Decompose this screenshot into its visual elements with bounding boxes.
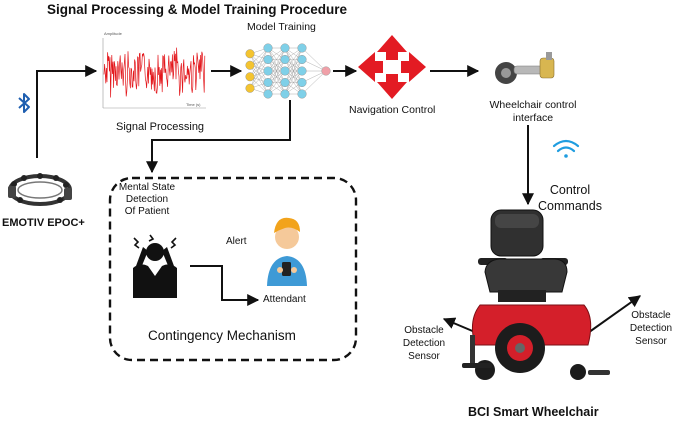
nn-connection xyxy=(267,47,286,83)
bluetooth-icon xyxy=(18,93,30,113)
arrow-up-icon xyxy=(377,35,407,60)
wheelchair-seat xyxy=(484,258,568,293)
flow-connectors xyxy=(36,65,641,336)
attendant-icon xyxy=(267,217,307,286)
wheelchair-rear-caster xyxy=(570,364,586,380)
signal-processing-label: Signal Processing xyxy=(116,121,205,133)
nn-node xyxy=(245,49,255,59)
wheelchair-interface-label: Wheelchair control interface xyxy=(489,99,577,124)
right-obstacle-sensor-label: Obstacle Detection Sensor xyxy=(629,310,673,347)
wheelchair-motor-icon xyxy=(495,52,555,84)
arrow-down-icon xyxy=(377,74,407,99)
connector-patient-to-attendant xyxy=(190,265,260,306)
smart-wheelchair-icon xyxy=(462,209,610,380)
signal-x-axis-label: Time (s) xyxy=(186,102,201,107)
nn-connection xyxy=(284,47,303,72)
nn-connection xyxy=(284,70,303,95)
nn-node xyxy=(297,55,307,65)
nn-node xyxy=(263,89,273,99)
nn-node xyxy=(263,55,273,65)
emotiv-headset-icon xyxy=(8,173,72,206)
wifi-icon xyxy=(552,139,580,158)
nn-node xyxy=(245,83,255,93)
nn-connection xyxy=(284,47,303,83)
connector-model-to-contingency xyxy=(146,100,291,174)
nn-connection xyxy=(301,47,327,72)
model-training-label: Model Training xyxy=(247,21,316,33)
motor-axle xyxy=(513,65,545,75)
contingency-box xyxy=(108,176,358,362)
nn-node xyxy=(245,60,255,70)
nn-node xyxy=(280,89,290,99)
nn-connection xyxy=(249,47,269,89)
emotiv-epoc-label: EMOTIV EPOC+ xyxy=(2,217,85,229)
nn-node xyxy=(280,66,290,76)
nn-connection xyxy=(267,47,286,72)
nn-node xyxy=(245,72,255,82)
nn-connection xyxy=(267,59,286,95)
nn-node xyxy=(280,55,290,65)
nn-node xyxy=(263,43,273,53)
connector-headset-to-signal xyxy=(36,65,98,158)
eeg-signal-trace xyxy=(103,47,206,98)
nn-node xyxy=(297,77,307,87)
control-commands-label: Control Commands xyxy=(538,183,602,213)
navigation-control-label: Navigation Control xyxy=(349,104,436,116)
nn-connection xyxy=(301,70,327,95)
nn-connection xyxy=(249,59,269,89)
left-obstacle-sensor-label: Obstacle Detection Sensor xyxy=(402,325,446,362)
nn-node xyxy=(297,66,307,76)
contingency-mechanism-label: Contingency Mechanism xyxy=(148,328,296,343)
bci-smart-wheelchair-label: BCI Smart Wheelchair xyxy=(468,405,599,419)
neural-network-icon xyxy=(245,43,331,99)
arrow-right-icon xyxy=(401,52,426,82)
nn-connection xyxy=(249,47,269,77)
arrow-left-icon xyxy=(358,52,383,82)
nn-node xyxy=(321,66,331,76)
nn-connection xyxy=(284,47,303,95)
stressed-patient-icon xyxy=(133,234,177,298)
nn-node xyxy=(263,66,273,76)
nn-node xyxy=(297,43,307,53)
alert-label: Alert xyxy=(226,236,247,247)
nn-node xyxy=(263,77,273,87)
motor-housing xyxy=(539,57,555,79)
signal-y-axis-label: Amplitude xyxy=(104,31,122,36)
attendant-label: Attendant xyxy=(263,294,306,305)
nn-connection xyxy=(267,70,286,95)
nn-node xyxy=(297,89,307,99)
wheelchair-footrest xyxy=(462,363,492,368)
arrow-right-sensor xyxy=(584,295,641,336)
mental-state-label: Mental State Detection Of Patient xyxy=(118,182,176,217)
nn-node xyxy=(280,77,290,87)
navigation-arrows-icon xyxy=(358,35,426,99)
nn-node xyxy=(280,43,290,53)
nn-connection xyxy=(267,47,286,95)
eeg-signal-plot xyxy=(99,36,207,112)
nn-connection xyxy=(284,59,303,95)
diagram-title: Signal Processing & Model Training Proce… xyxy=(47,2,348,17)
